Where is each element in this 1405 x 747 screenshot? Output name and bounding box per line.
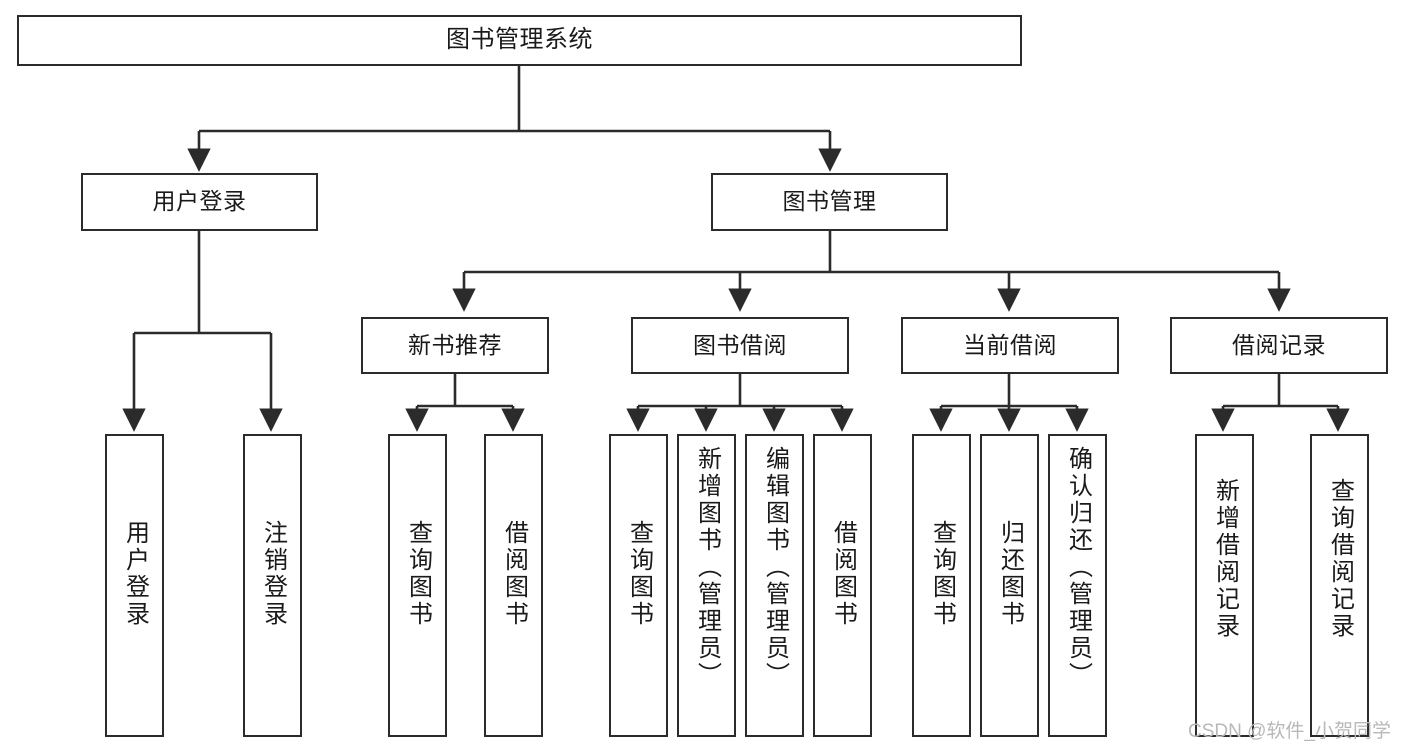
leaf-borrow-add-book[interactable]: 新增图书（管理员） xyxy=(677,434,736,737)
node-borrow-records-label: 借阅记录 xyxy=(1232,331,1326,358)
leaf-borrow-query-book-label: 查询图书 xyxy=(625,520,653,628)
leaf-current-query-book[interactable]: 查询图书 xyxy=(912,434,971,737)
leaf-user-login-logout-label: 注销登录 xyxy=(259,520,287,628)
node-current-borrow-label: 当前借阅 xyxy=(963,331,1057,358)
node-root[interactable]: 图书管理系统 xyxy=(17,15,1022,66)
node-book-borrow-label: 图书借阅 xyxy=(693,331,787,358)
node-borrow-records[interactable]: 借阅记录 xyxy=(1170,317,1388,374)
node-new-book-recommend[interactable]: 新书推荐 xyxy=(361,317,549,374)
node-book-management-label: 图书管理 xyxy=(782,188,877,215)
node-user-login-label: 用户登录 xyxy=(152,188,247,215)
node-root-label: 图书管理系统 xyxy=(446,26,593,54)
leaf-records-query-record[interactable]: 查询借阅记录 xyxy=(1310,434,1369,737)
leaf-borrow-query-book[interactable]: 查询图书 xyxy=(609,434,668,737)
leaf-records-query-record-label: 查询借阅记录 xyxy=(1326,478,1354,640)
leaf-user-login-logout[interactable]: 注销登录 xyxy=(243,434,302,737)
node-current-borrow[interactable]: 当前借阅 xyxy=(901,317,1119,374)
leaf-new-book-borrow-label: 借阅图书 xyxy=(500,520,528,628)
leaf-current-query-book-label: 查询图书 xyxy=(928,520,956,628)
leaf-new-book-borrow[interactable]: 借阅图书 xyxy=(484,434,543,737)
leaf-borrow-edit-book-label: 编辑图书（管理员） xyxy=(761,446,789,689)
leaf-records-add-record[interactable]: 新增借阅记录 xyxy=(1195,434,1254,737)
leaf-current-return-book[interactable]: 归还图书 xyxy=(980,434,1039,737)
leaf-user-login-login-label: 用户登录 xyxy=(121,520,149,628)
leaf-current-confirm-return-label: 确认归还（管理员） xyxy=(1064,446,1092,689)
leaf-current-confirm-return[interactable]: 确认归还（管理员） xyxy=(1048,434,1107,737)
leaf-current-return-book-label: 归还图书 xyxy=(996,520,1024,628)
node-book-management[interactable]: 图书管理 xyxy=(711,173,948,231)
leaf-borrow-add-book-label: 新增图书（管理员） xyxy=(693,446,721,689)
leaf-new-book-query[interactable]: 查询图书 xyxy=(388,434,447,737)
leaf-borrow-borrow-book-label: 借阅图书 xyxy=(829,520,857,628)
csdn-watermark: CSDN @软件_小贺同学 xyxy=(1188,721,1391,742)
leaf-borrow-borrow-book[interactable]: 借阅图书 xyxy=(813,434,872,737)
leaf-borrow-edit-book[interactable]: 编辑图书（管理员） xyxy=(745,434,804,737)
leaf-new-book-query-label: 查询图书 xyxy=(404,520,432,628)
leaf-records-add-record-label: 新增借阅记录 xyxy=(1211,478,1239,640)
node-book-borrow[interactable]: 图书借阅 xyxy=(631,317,849,374)
node-new-book-recommend-label: 新书推荐 xyxy=(408,331,502,358)
leaf-user-login-login[interactable]: 用户登录 xyxy=(105,434,164,737)
node-user-login[interactable]: 用户登录 xyxy=(81,173,318,231)
